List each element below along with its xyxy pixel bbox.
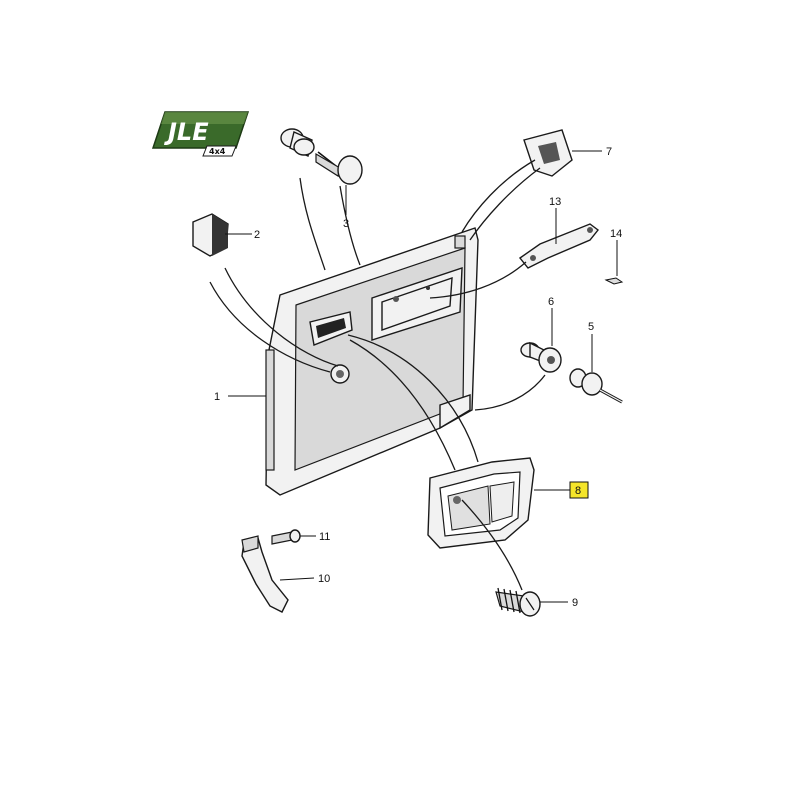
callout-1: 1 bbox=[214, 391, 220, 403]
callout-7: 7 bbox=[606, 146, 612, 158]
door-trim-panel bbox=[265, 227, 479, 496]
rivet-pin bbox=[569, 368, 623, 404]
callout-8-highlight bbox=[569, 481, 589, 499]
finisher-bezel bbox=[523, 129, 573, 177]
svg-text:4x4: 4x4 bbox=[209, 147, 226, 156]
push-fastener bbox=[280, 128, 363, 185]
small-bolt bbox=[271, 529, 301, 545]
callout-5: 5 bbox=[588, 321, 594, 333]
callout-10: 10 bbox=[318, 573, 330, 585]
leader-lines bbox=[225, 150, 618, 603]
strap-bracket bbox=[518, 223, 599, 269]
tiny-clip bbox=[604, 277, 624, 285]
callout-9: 9 bbox=[572, 597, 578, 609]
callout-labels: 1 2 3 5 6 7 8 9 10 11 13 14 bbox=[214, 146, 622, 609]
callout-2: 2 bbox=[254, 229, 260, 241]
trim-bush bbox=[520, 341, 562, 373]
assembly-lines bbox=[209, 159, 546, 591]
handle-surround bbox=[427, 457, 535, 549]
callout-13: 13 bbox=[549, 196, 561, 208]
callout-3: 3 bbox=[343, 218, 349, 230]
callout-11: 11 bbox=[319, 531, 330, 543]
screw bbox=[495, 587, 541, 617]
handle-bracket bbox=[241, 535, 289, 613]
jle-logo: JLE 4x4 bbox=[151, 111, 250, 157]
callout-14: 14 bbox=[610, 228, 622, 240]
svg-text:JLE: JLE bbox=[164, 118, 209, 146]
callout-6: 6 bbox=[548, 296, 554, 308]
clip-block bbox=[192, 213, 229, 257]
callout-8: 8 bbox=[575, 485, 581, 497]
